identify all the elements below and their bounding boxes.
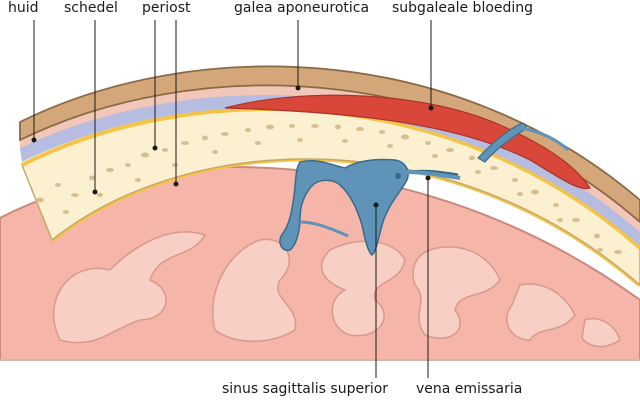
label-galea: galea aponeurotica (234, 0, 370, 16)
label-skin: huid (8, 0, 39, 16)
leader-dots (31, 85, 434, 208)
label-emissary: vena emissaria (416, 381, 523, 397)
leader-lines (33, 20, 432, 378)
subgaleal-hemorrhage (224, 94, 591, 190)
skin-layer (19, 65, 640, 224)
label-skull: schedel (64, 0, 118, 16)
label-periosteum: periost (142, 0, 191, 16)
label-sinus: sinus sagittalis superior (222, 381, 389, 397)
emissary-vein-right (477, 122, 527, 163)
label-hemorrhage: subgaleale bloeding (392, 0, 534, 16)
brain-gyri (53, 231, 621, 348)
